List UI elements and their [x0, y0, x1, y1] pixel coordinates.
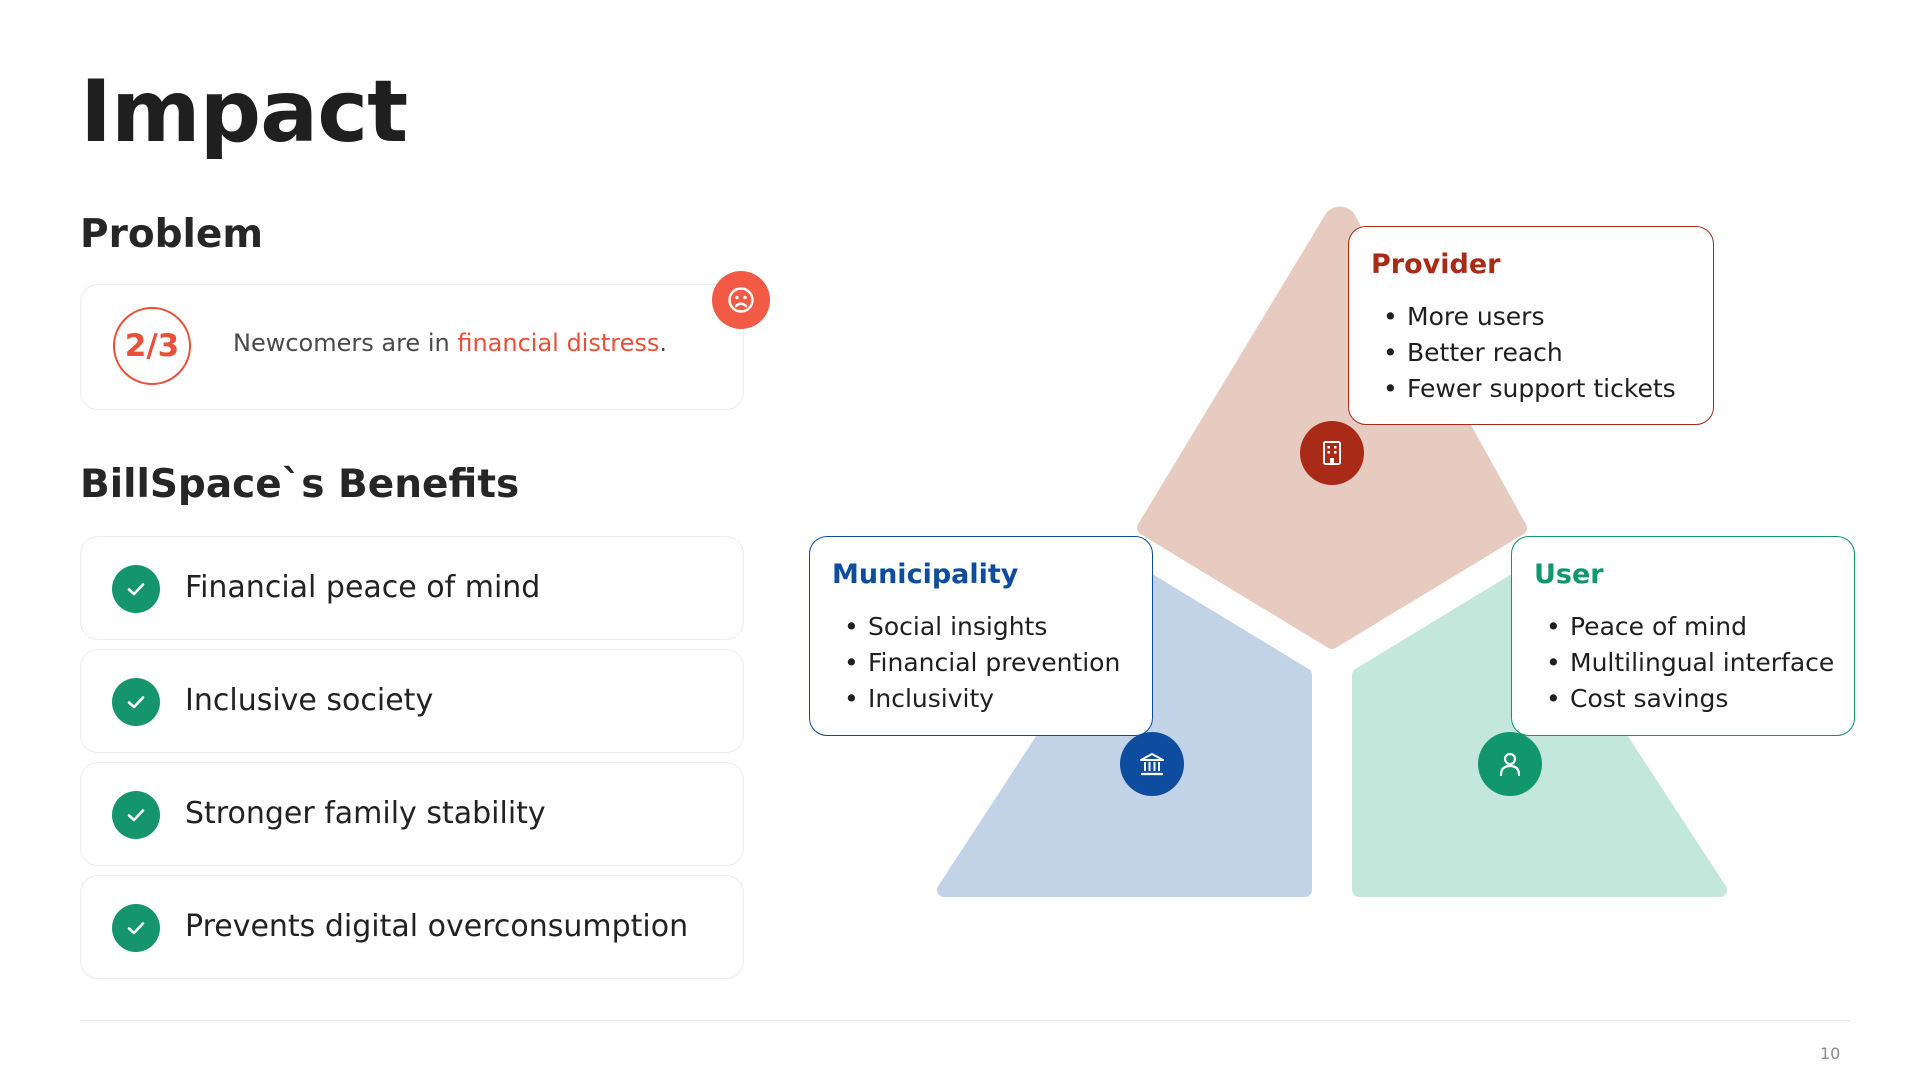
benefit-card: Stronger family stability: [80, 762, 744, 866]
building-icon: [1300, 421, 1364, 485]
bank-icon: [1120, 732, 1184, 796]
checkmark-icon: [112, 678, 160, 726]
problem-text-after: .: [659, 329, 668, 357]
user-title: User: [1534, 559, 1604, 590]
provider-card: Provider More users Better reach Fewer s…: [1348, 226, 1714, 425]
footer-divider: [80, 1020, 1850, 1021]
list-item: Cost savings: [1534, 681, 1834, 717]
municipality-benefits-list: Social insights Financial prevention Inc…: [832, 609, 1120, 717]
user-benefits-list: Peace of mind Multilingual interface Cos…: [1534, 609, 1834, 717]
page-number: 10: [1820, 1044, 1841, 1063]
list-item: Better reach: [1371, 335, 1676, 371]
problem-heading: Problem: [80, 212, 263, 257]
benefit-label: Inclusive society: [185, 683, 434, 718]
benefit-label: Prevents digital overconsumption: [185, 909, 689, 944]
user-card: User Peace of mind Multilingual interfac…: [1511, 536, 1855, 736]
benefit-label: Stronger family stability: [185, 796, 546, 831]
problem-card: 2/3 Newcomers are in financial distress.: [80, 284, 744, 410]
sad-face-icon: [712, 271, 770, 329]
benefit-card: Inclusive society: [80, 649, 744, 753]
list-item: Peace of mind: [1534, 609, 1834, 645]
person-icon: [1478, 732, 1542, 796]
benefits-heading: BillSpace`s Benefits: [80, 462, 520, 507]
provider-benefits-list: More users Better reach Fewer support ti…: [1371, 299, 1676, 407]
list-item: Social insights: [832, 609, 1120, 645]
benefit-card: Financial peace of mind: [80, 536, 744, 640]
provider-title: Provider: [1371, 249, 1501, 280]
list-item: Financial prevention: [832, 645, 1120, 681]
stat-circle: 2/3: [113, 307, 191, 385]
checkmark-icon: [112, 565, 160, 613]
list-item: More users: [1371, 299, 1676, 335]
problem-statement: Newcomers are in financial distress.: [233, 329, 667, 357]
benefit-card: Prevents digital overconsumption: [80, 875, 744, 979]
list-item: Multilingual interface: [1534, 645, 1834, 681]
checkmark-icon: [112, 791, 160, 839]
checkmark-icon: [112, 904, 160, 952]
problem-text-before: Newcomers are in: [233, 329, 458, 357]
municipality-title: Municipality: [832, 559, 1019, 590]
benefit-label: Financial peace of mind: [185, 570, 541, 605]
page-title: Impact: [80, 62, 408, 162]
problem-text-highlight: financial distress: [457, 329, 660, 357]
list-item: Inclusivity: [832, 681, 1120, 717]
list-item: Fewer support tickets: [1371, 371, 1676, 407]
municipality-card: Municipality Social insights Financial p…: [809, 536, 1153, 736]
